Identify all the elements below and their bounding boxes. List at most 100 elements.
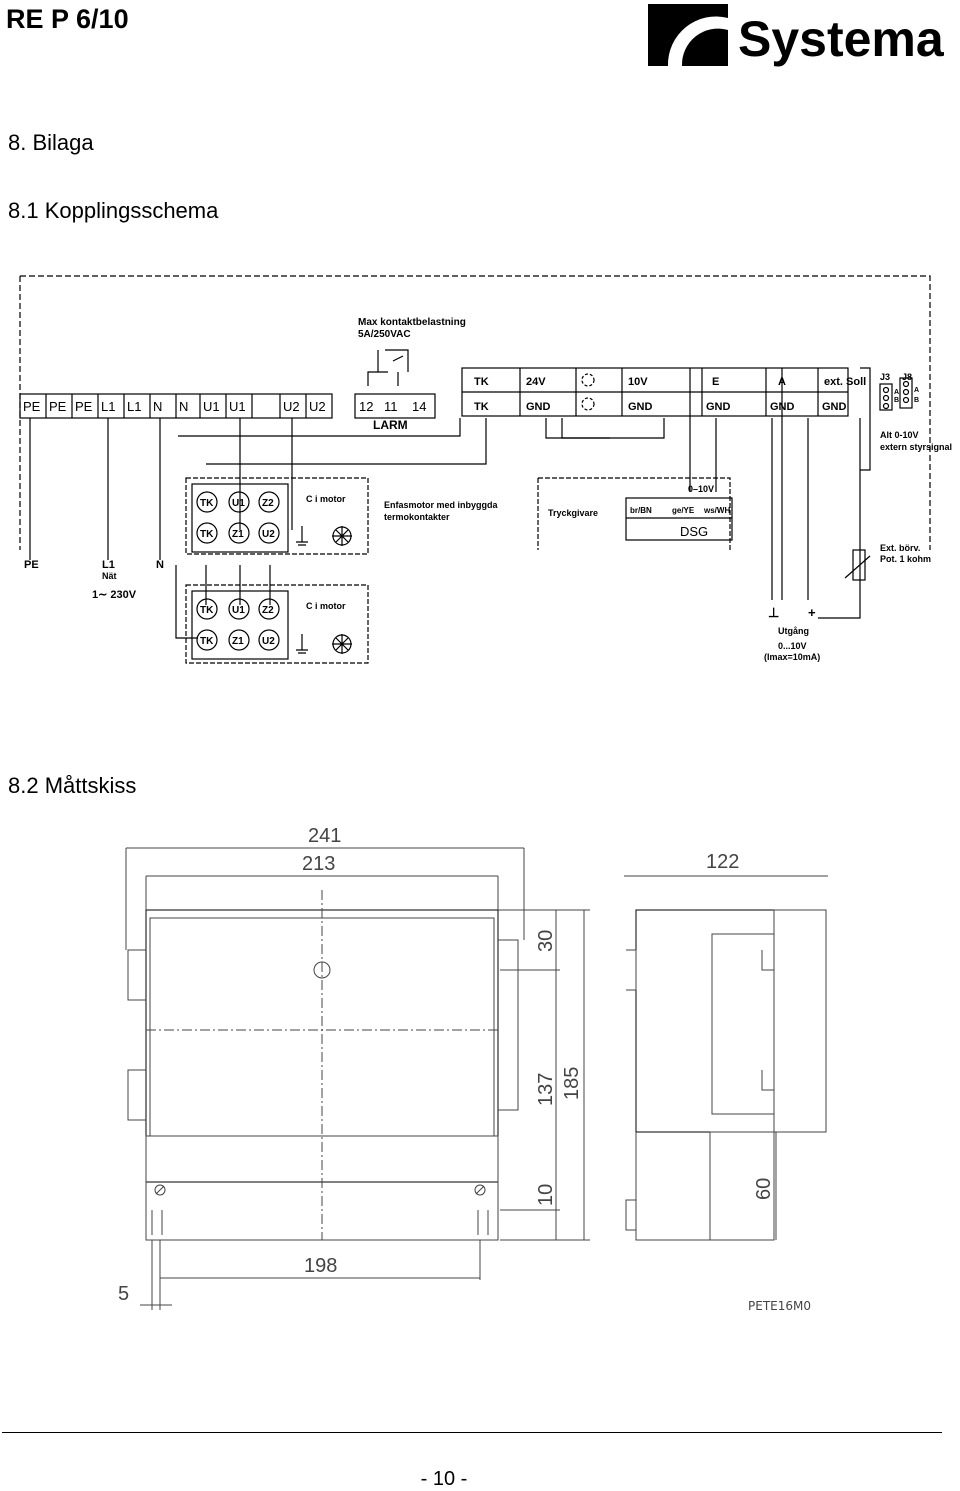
dim-label-0: 241: [308, 825, 341, 847]
signal-bottom-0: TK: [474, 401, 489, 413]
m1-top-0: TK: [200, 498, 214, 509]
jumper-j3: J3: [880, 372, 890, 382]
dsg-label: DSG: [680, 524, 708, 539]
section-heading-dimensions: 8.2 Måttskiss: [8, 773, 137, 798]
output-plus-symbol: +: [808, 605, 816, 620]
svg-text:A: A: [914, 387, 919, 394]
m1-bottom-1: Z1: [232, 529, 244, 540]
alarm-terminal-strip: 12 11 14: [354, 393, 436, 419]
supply-net: Nät: [102, 571, 117, 581]
supply-n: N: [156, 559, 164, 571]
potentiometer-symbol: [852, 549, 866, 581]
dsg-wire-white: ws/WH: [703, 506, 730, 515]
m1-top-2: Z2: [262, 498, 274, 509]
terminal-10: U2: [309, 399, 326, 414]
terminal-7: U1: [203, 399, 220, 414]
terminal-9: U2: [283, 399, 300, 414]
terminal-6: N: [179, 399, 188, 414]
signal-bottom-3: GND: [706, 401, 731, 413]
m2-bottom-0: TK: [200, 636, 214, 647]
motor-2-label: C i motor: [306, 601, 346, 611]
terminal-0: PE: [23, 399, 41, 414]
alarm-terminal-1: 11: [384, 399, 398, 414]
document-code: RE P 6/10: [6, 4, 129, 34]
dsg-wire-brown: br/BN: [630, 506, 652, 515]
svg-text:A: A: [894, 389, 899, 396]
m2-top-2: Z2: [262, 605, 274, 616]
signal-top-3: E: [712, 376, 719, 388]
dim-label-5: 137: [535, 1073, 557, 1106]
svg-text:B: B: [894, 397, 899, 404]
signal-bottom-1: GND: [526, 401, 551, 413]
systemair-logo: Systemair: [648, 4, 946, 67]
terminal-5: N: [153, 399, 162, 414]
brand-wordmark: Systemair: [738, 11, 946, 67]
signal-top-1: 24V: [526, 376, 546, 388]
jumper-block: J3 J8 A B A B: [879, 372, 919, 411]
alarm-terminal-2: 14: [412, 399, 426, 414]
m1-bottom-2: U2: [262, 529, 275, 540]
output-imax: (Imax=10mA): [764, 652, 820, 662]
m1-bottom-0: TK: [200, 529, 214, 540]
m2-bottom-2: U2: [262, 636, 275, 647]
page-number: - 10 -: [420, 1468, 468, 1490]
m2-top-0: TK: [200, 605, 214, 616]
dsg-sensor: 0–10V br/BN ge/YE ws/WH DSG: [625, 484, 733, 541]
output-label: Utgång: [778, 626, 809, 636]
pot-label-2: Pot. 1 kohm: [880, 554, 931, 564]
side-view: [625, 909, 827, 1241]
alarm-label: LARM: [373, 418, 408, 432]
dim-label-8: 198: [304, 1255, 337, 1277]
svg-text:B: B: [914, 397, 919, 404]
terminal-1: PE: [49, 399, 67, 414]
output-range: 0...10V: [778, 641, 807, 651]
supply-voltage: 1∼ 230V: [92, 589, 137, 601]
terminal-3: L1: [101, 399, 115, 414]
dim-label-4: 185: [561, 1067, 583, 1100]
dim-label-3: 30: [535, 930, 557, 952]
output-ground-symbol: ⊥: [768, 605, 779, 620]
footer-rule: [2, 1432, 942, 1433]
dim-label-6: 10: [535, 1184, 557, 1206]
signal-bottom-2: GND: [628, 401, 653, 413]
dim-label-2: 122: [706, 851, 739, 873]
dsg-range: 0–10V: [688, 484, 714, 494]
supply-pe: PE: [24, 559, 39, 571]
m1-top-1: U1: [232, 498, 245, 509]
alt-signal-desc: extern styrsignal: [880, 442, 952, 452]
dim-label-7: 60: [753, 1178, 775, 1200]
terminal-4: L1: [127, 399, 141, 414]
signal-bottom-5: GND: [822, 401, 847, 413]
m2-bottom-1: Z1: [232, 636, 244, 647]
wiring-diagram: Max kontaktbelastning 5A/250VAC PE PE PE L1…: [19, 275, 952, 664]
max-load-label: Max kontaktbelastning: [358, 317, 466, 328]
signal-top-5: ext. Soll: [824, 376, 866, 388]
jumper-j8: J8: [902, 372, 912, 382]
section-heading-wiring: 8.1 Kopplingsschema: [8, 198, 219, 223]
sensor-label: Tryckgivare: [548, 508, 598, 518]
dim-label-1: 213: [302, 853, 335, 875]
terminal-8: U1: [229, 399, 246, 414]
dsg-wire-yellow: ge/YE: [672, 506, 695, 515]
section-heading-appendix: 8. Bilaga: [8, 130, 94, 155]
drawing-code: PETE16M0: [748, 1299, 811, 1313]
power-terminal-strip: PE PE PE L1 L1 N N U1 U1 U2 U2: [19, 393, 333, 419]
alarm-terminal-0: 12: [359, 399, 373, 414]
terminal-2: PE: [75, 399, 93, 414]
supply-l1: L1: [102, 559, 115, 571]
signal-top-0: TK: [474, 376, 489, 388]
max-load-value: 5A/250VAC: [358, 329, 411, 340]
m2-top-1: U1: [232, 605, 245, 616]
motor-desc-1: Enfasmotor med inbyggda: [384, 500, 499, 510]
pot-label-1: Ext. börv.: [880, 543, 920, 553]
front-view: [127, 890, 519, 1241]
alt-signal-label: Alt 0-10V: [880, 430, 919, 440]
motor-desc-2: termokontakter: [384, 512, 450, 522]
motor-1-label: C i motor: [306, 494, 346, 504]
dim-label-9: 5: [118, 1283, 129, 1305]
signal-top-2: 10V: [628, 376, 648, 388]
